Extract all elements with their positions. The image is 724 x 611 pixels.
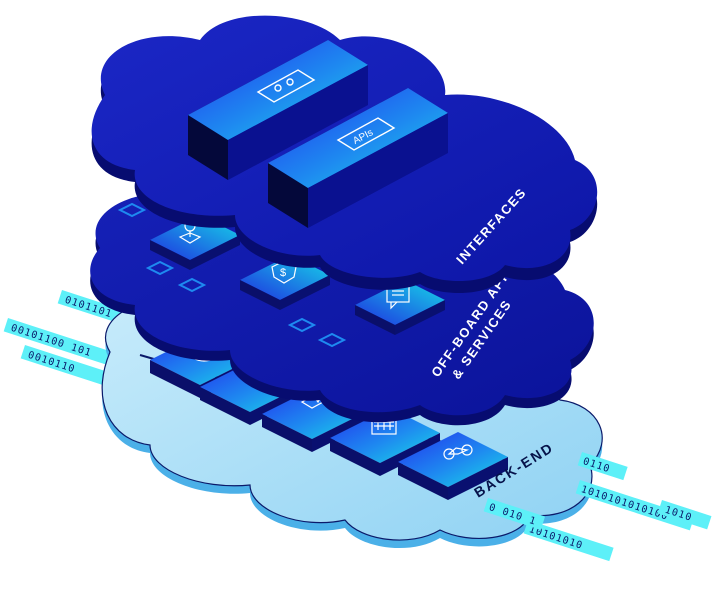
interfaces-placeholder-squares [117, 202, 147, 218]
offboard-placeholder-squares [145, 260, 347, 348]
interfaces-layer: APIs INTERFACES [91, 15, 598, 294]
offboard-layer: $ OFF-BOARD APP & SERVICES [90, 170, 594, 426]
bicycle-screen-icon [256, 69, 316, 103]
binary-strip [575, 480, 695, 531]
binary-strip [657, 500, 712, 530]
binary-text: 0010110 [26, 350, 76, 376]
interfaces-tile-bicycle[interactable] [188, 40, 368, 180]
binary-strip [523, 520, 614, 562]
binary-strip [577, 452, 628, 481]
binary-strip [3, 318, 121, 368]
svg-text:$: $ [280, 267, 286, 279]
interfaces-tile-apis[interactable]: APIs [268, 88, 448, 228]
backend-tile-building[interactable] [330, 408, 440, 476]
backend-tile-bicycle[interactable] [398, 432, 508, 500]
binary-strip [483, 498, 546, 530]
binary-text: 1010101010100 [579, 484, 669, 523]
bicycle-icon [443, 444, 473, 460]
binary-strip [20, 345, 111, 387]
